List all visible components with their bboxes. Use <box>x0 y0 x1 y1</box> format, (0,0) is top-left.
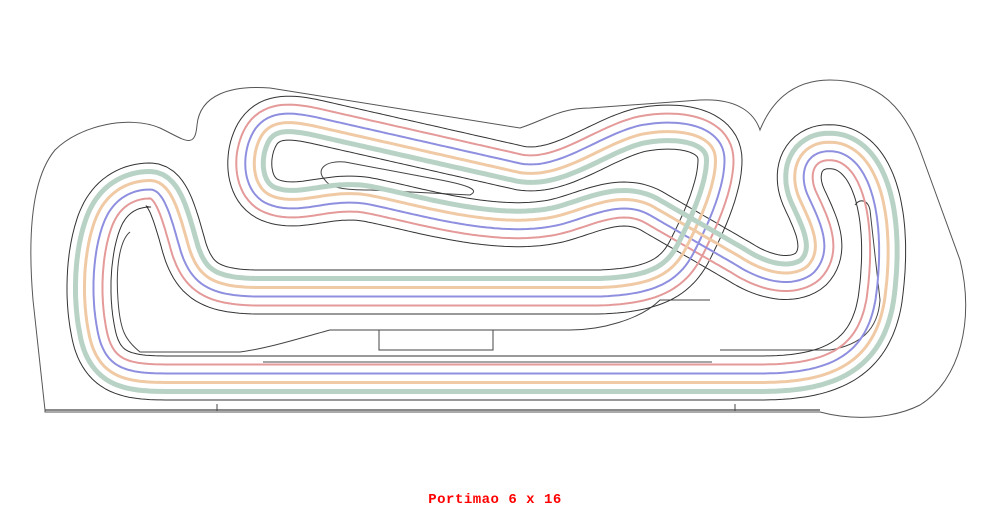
track-inner-edge <box>66 124 907 401</box>
infield-left <box>116 231 710 353</box>
infield-right <box>720 200 881 351</box>
lane-1 <box>101 103 872 366</box>
pit-box <box>378 329 494 351</box>
track-outer-edge <box>110 95 863 357</box>
lane-2 <box>92 112 881 375</box>
infield-inner <box>320 161 475 196</box>
board-outline <box>30 79 967 418</box>
lane-3 <box>83 121 890 384</box>
track-group <box>66 95 907 401</box>
lane-4 <box>73 129 900 394</box>
diagram-title: Portimao 6 x 16 <box>428 492 562 508</box>
